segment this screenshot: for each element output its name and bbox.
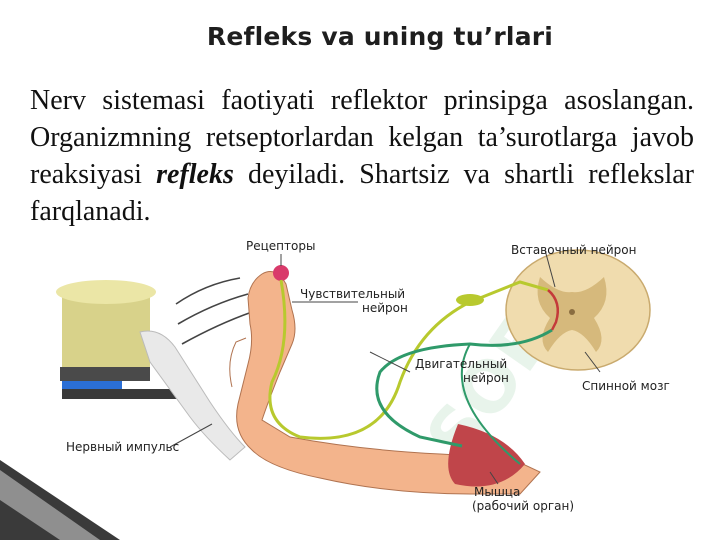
label-nerve-impulse: Нервный импульс: [66, 440, 179, 454]
sensory-neuron-path: [268, 279, 549, 440]
label-sensory-neuron-2: нейрон: [362, 301, 408, 315]
faded-arm-shape: [139, 330, 246, 461]
paragraph-text-after: deyiladi. Shartsiz va shartli reflekslar…: [30, 159, 694, 227]
corner-decoration-light: [0, 470, 100, 540]
paragraph-text-before: Nerv sistemasi faotiyati reflektor prins…: [30, 85, 694, 190]
label-receptors: Рецепторы: [246, 239, 315, 253]
hot-pot-icon: [56, 280, 182, 399]
body-paragraph: Nerv sistemasi faotiyati reflektor prins…: [30, 82, 694, 230]
reflex-arc-illustration: SOFT: [0, 239, 670, 540]
motion-lines-icon: [175, 277, 253, 345]
label-motor-neuron-1: Двигательный: [415, 357, 507, 371]
label-sensory-neuron-1: Чувствительный: [300, 287, 405, 301]
spinal-cord-icon: [505, 249, 651, 371]
label-spinal-cord: Спинной мозг: [582, 379, 670, 393]
interneuron-path: [547, 289, 559, 331]
term-refleks: refleks: [156, 159, 234, 190]
receptor-marker: [273, 265, 289, 281]
label-interneuron: Вставочный нейрон: [511, 243, 636, 257]
label-muscle-1: Мышца: [474, 485, 520, 499]
slide-title: Refleks va uning tu’rlari: [206, 22, 554, 51]
arm-icon: [229, 271, 541, 495]
label-motor-neuron-2: нейрон: [463, 371, 509, 385]
label-muscle-2: (рабочий орган): [472, 499, 574, 513]
motor-neuron-path: [375, 328, 553, 448]
